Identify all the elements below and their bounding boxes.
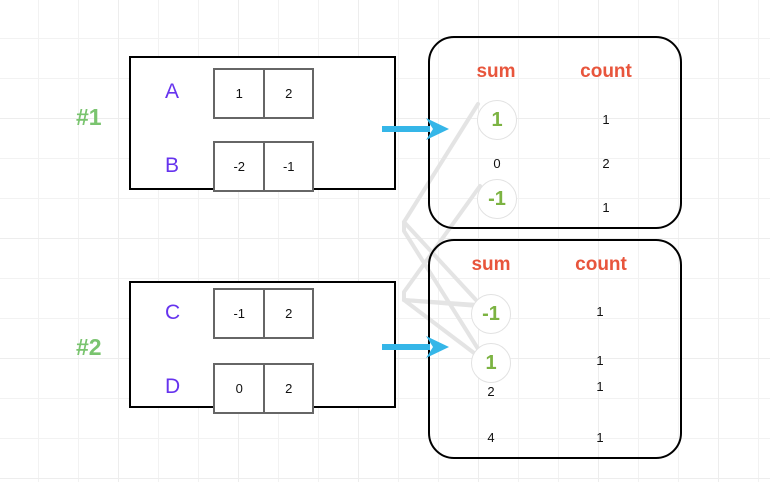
stage-2-row-c-cell-0: -1: [233, 306, 246, 321]
stage-1-label: #1: [76, 104, 102, 130]
panel-1-header-sum: sum: [476, 61, 516, 82]
panel-1-header-count: count: [580, 61, 632, 82]
stage-1-row-a-cells: 1 2: [213, 68, 314, 119]
panel-1-count-row-1: 2: [602, 156, 610, 171]
panel-2-sum-row-2: 2: [487, 384, 495, 399]
panel-2-header-sum: sum: [471, 254, 511, 275]
panel-1-sum-row-1: 0: [493, 156, 501, 171]
panel-2-header-count: count: [575, 254, 627, 275]
panel-2-count-row-0: 1: [596, 304, 604, 319]
stage-1-row-b-cell-0: -2: [233, 159, 246, 174]
panel-2-count-row-1: 1: [596, 353, 604, 368]
stage-2-label: #2: [76, 334, 102, 360]
panel-2-sum-row-0: -1: [471, 294, 511, 334]
panel-2-sum-row-3: 4: [487, 430, 495, 445]
stage-2-row-c-cells: -1 2: [213, 288, 314, 339]
stage-1-row-b-cells: -2 -1: [213, 141, 314, 192]
panel-2-count-row-3: 1: [596, 430, 604, 445]
panel-1-sum-row-2: -1: [477, 179, 517, 219]
stage-2-row-d-cells: 0 2: [213, 363, 314, 414]
stage-2-row-d-cell-0: 0: [235, 381, 243, 396]
panel-2-sum-row-1: 1: [471, 343, 511, 383]
stage-2-row-c-cell-1: 2: [263, 290, 312, 337]
stage-1-row-label-b: B: [165, 154, 180, 177]
stage-2-row-label-c: C: [165, 301, 181, 324]
panel-1-count-row-0: 1: [602, 112, 610, 127]
stage-1-row-b-cell-1: -1: [263, 143, 312, 190]
stage-1-row-label-a: A: [165, 80, 180, 103]
stage-2-row-label-d: D: [165, 375, 181, 398]
panel-2-count-row-2: 1: [596, 379, 604, 394]
panel-1-sum-row-0: 1: [477, 100, 517, 140]
stage-1-row-a-cell-1: 2: [263, 70, 312, 117]
stage-1-row-a-cell-0: 1: [235, 86, 243, 101]
panel-1-count-row-2: 1: [602, 200, 610, 215]
stage-2-row-d-cell-1: 2: [263, 365, 312, 412]
